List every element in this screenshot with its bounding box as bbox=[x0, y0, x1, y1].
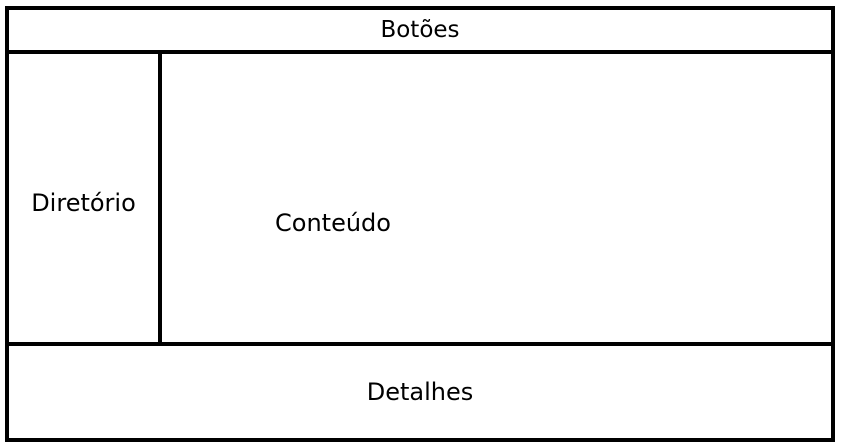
directory-region-label: Diretório bbox=[31, 189, 136, 217]
content-region: Conteúdo bbox=[162, 54, 831, 342]
layout-diagram: Botões Diretório Conteúdo Detalhes bbox=[5, 6, 835, 442]
directory-region: Diretório bbox=[9, 54, 162, 342]
buttons-region-label: Botões bbox=[380, 17, 460, 43]
details-region: Detalhes bbox=[9, 342, 831, 438]
content-region-label: Conteúdo bbox=[275, 209, 391, 237]
buttons-region: Botões bbox=[9, 10, 831, 54]
details-region-label: Detalhes bbox=[366, 378, 474, 406]
